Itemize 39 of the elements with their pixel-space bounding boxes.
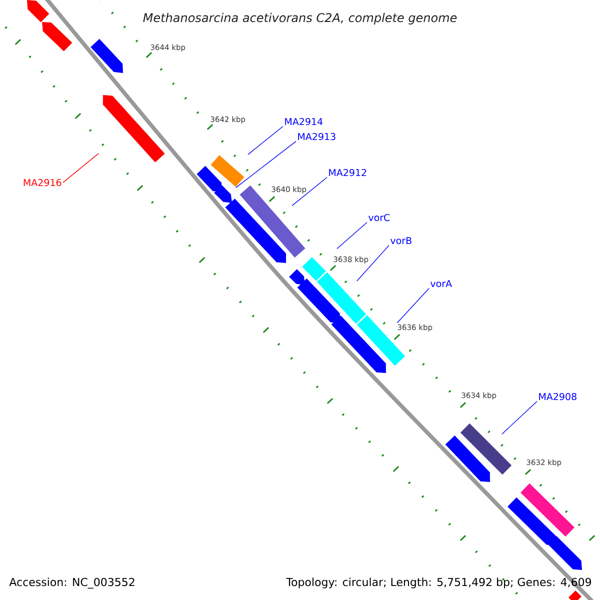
leader-line: [235, 140, 296, 188]
title: Methanosarcina acetivorans C2A, complete genome: [143, 12, 457, 24]
accession-text: Accession: NC_003552: [9, 578, 134, 589]
leader-line: [396, 288, 430, 324]
gene-block: [240, 185, 306, 258]
leader-line: [62, 153, 99, 183]
gene-block: [42, 22, 72, 52]
gene-block: [297, 278, 340, 323]
gene-block: [316, 272, 366, 324]
leader-line: [502, 400, 538, 434]
gene-block: [460, 423, 512, 475]
gene-block: [214, 185, 232, 203]
gene-label: vorC: [368, 214, 390, 222]
gene-block: [331, 316, 386, 373]
gene-label: MA2914: [285, 118, 323, 126]
gene-label: vorB: [390, 237, 412, 244]
leader-line: [248, 126, 284, 155]
gene-block: [102, 95, 165, 162]
gene-block: [210, 155, 244, 187]
gene-label: MA2912: [329, 168, 366, 176]
gene-block: [27, 0, 50, 22]
gene-block: [302, 257, 326, 281]
gene-label: MA2913: [298, 132, 336, 140]
gene-block: [90, 38, 123, 73]
gene-block: [548, 536, 582, 570]
gene-label: MA2916: [24, 178, 62, 186]
leader-line: [336, 222, 368, 250]
genome-stats-text: Topology: circular; Length: 5,751,492 bp; Genes: 4,609: [286, 578, 592, 588]
gene-block: [196, 166, 222, 192]
gene-label: MA2908: [539, 392, 576, 400]
gene-block: [445, 436, 490, 482]
leader-line: [292, 177, 328, 206]
gene-block: [508, 497, 556, 545]
gene-block: [568, 590, 582, 600]
gene-block: [520, 483, 574, 537]
leader-line: [356, 245, 390, 282]
gene-block: [289, 269, 305, 285]
gene-label: vorA: [430, 280, 452, 288]
gene-block: [225, 198, 286, 263]
